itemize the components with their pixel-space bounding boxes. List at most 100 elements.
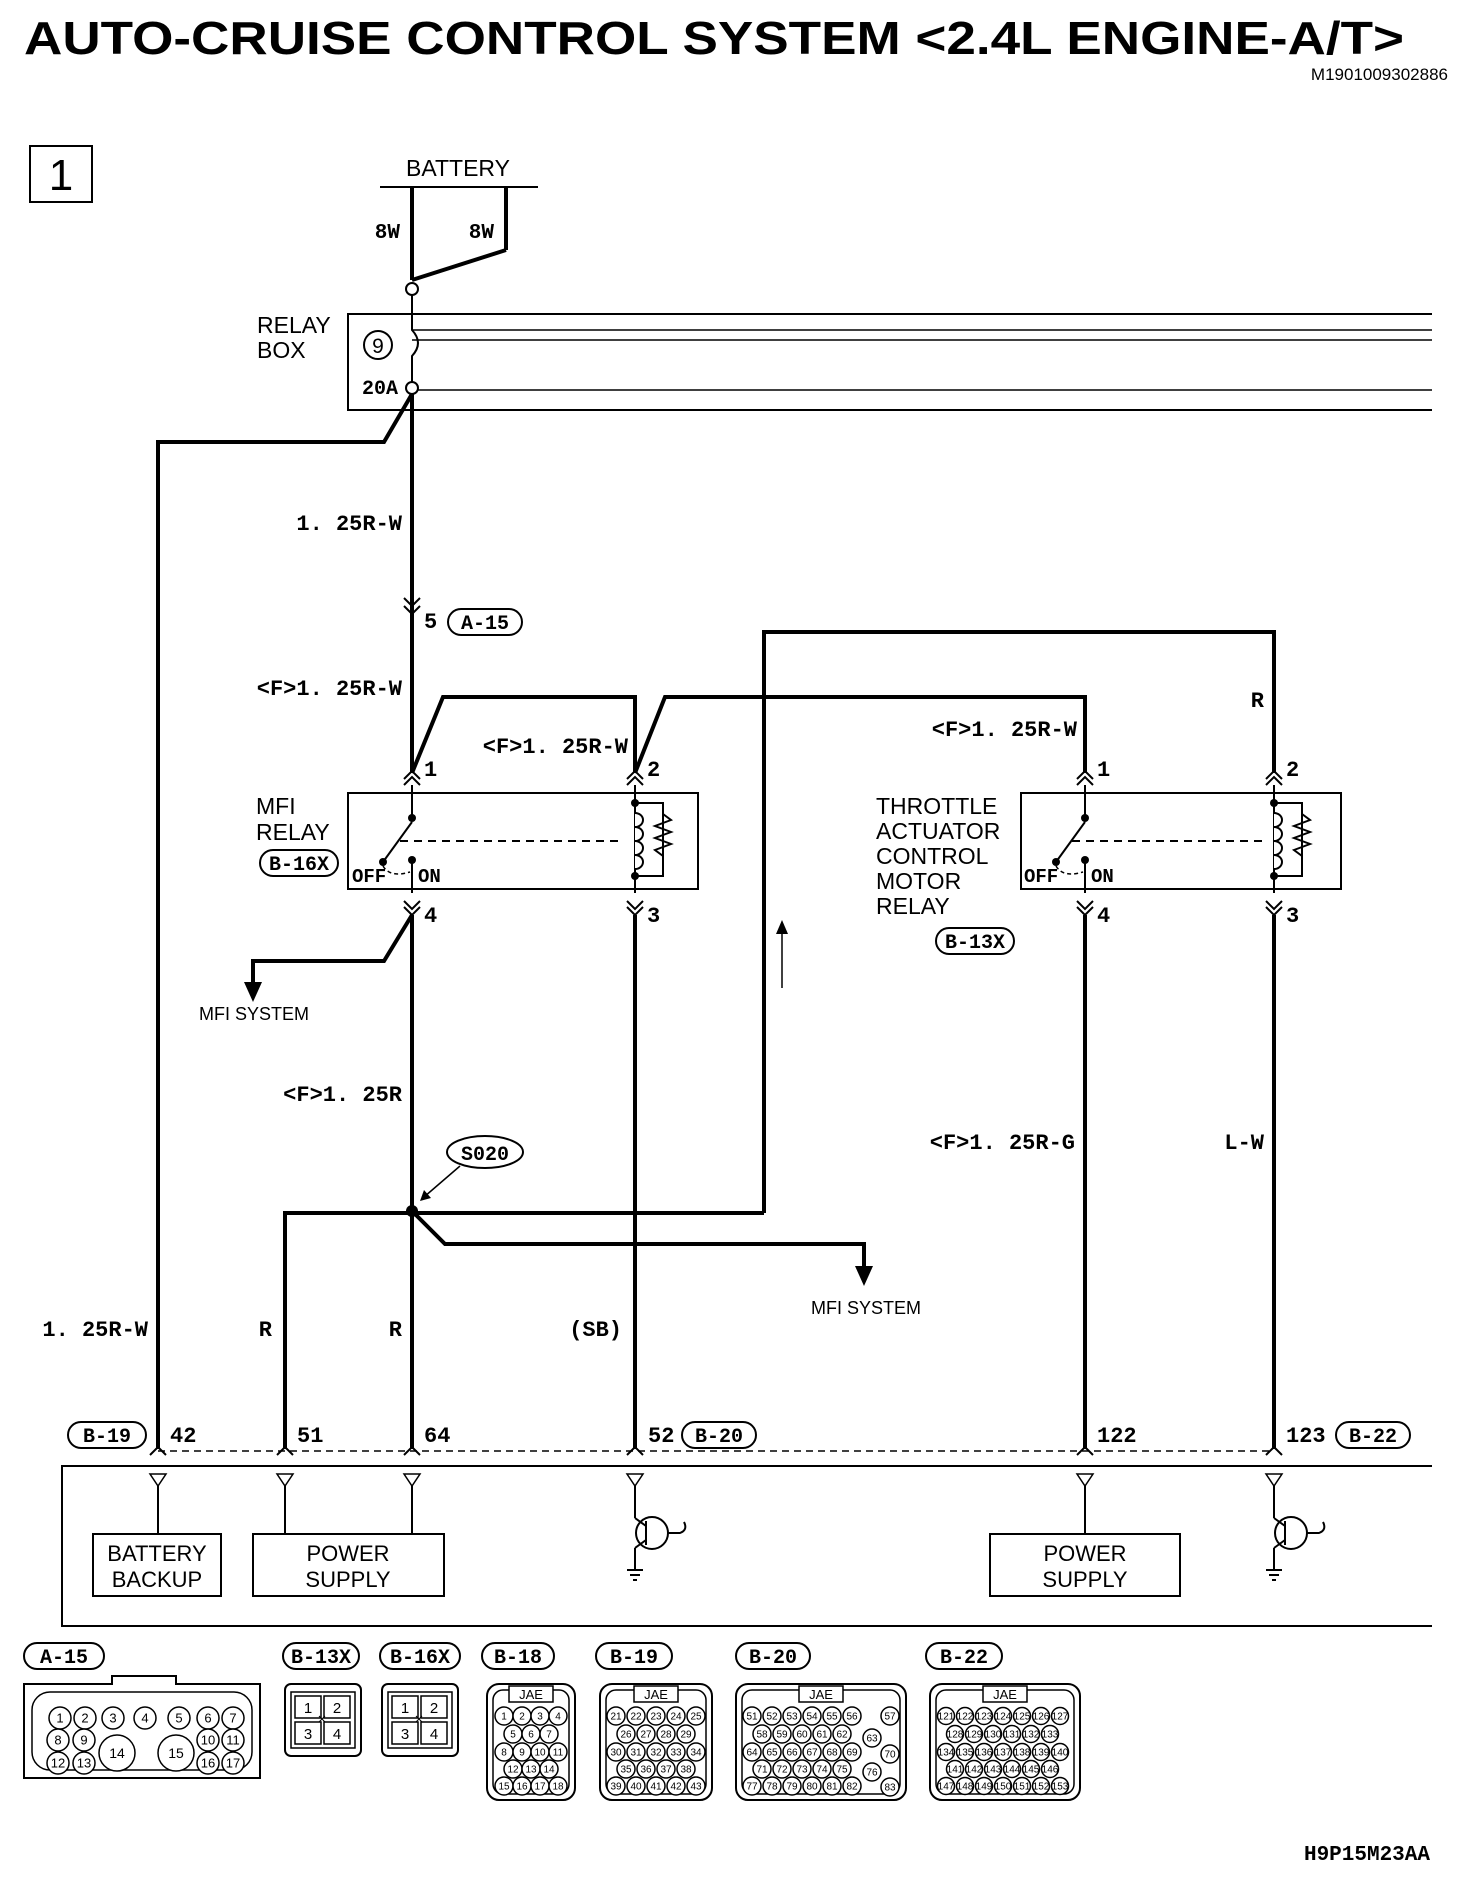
connector-pin-label: 64 [746,1748,758,1759]
connector-pin-label: 141 [947,1765,964,1776]
wire-label-7: <F>1. 25R-G [930,1131,1075,1156]
connector-brand-label: JAE [644,1687,668,1702]
connector-pin [945,1759,965,1779]
connector-pin [955,1742,975,1762]
connector-pin [772,1759,792,1779]
wire-label-10: R [259,1318,273,1343]
connector-pin [964,1724,984,1744]
connector-pin-label: 32 [650,1748,662,1759]
connector-pin-label: 1 [501,1712,507,1723]
connector-pin-label: 24 [670,1712,682,1723]
connector-pin [782,1776,802,1796]
mfi-relay-label-2: RELAY [256,819,330,845]
connector-tag: B-20 [749,1647,797,1670]
connector-pin [46,1751,70,1775]
connector-pin-label: 133 [1042,1730,1059,1741]
connector-pin [606,1776,626,1796]
connector-pin-label: 55 [826,1712,838,1723]
connector-brand-label: JAE [993,1687,1017,1702]
connector-pin-label: 79 [786,1782,798,1793]
connector-pin [936,1742,956,1762]
connector-pin [646,1742,666,1762]
arrow-down-icon-2 [855,1266,873,1286]
connector-pin [72,1751,96,1775]
b22-tag: B-22 [1349,1426,1397,1449]
connector-pin [1031,1706,1051,1726]
connector-pin-label: 18 [552,1782,564,1793]
connector-brand-label: JAE [809,1687,833,1702]
connector-tag: B-19 [610,1647,658,1670]
connector-pin-label: 126 [1033,1712,1050,1723]
connector-pin-label: 135 [957,1748,974,1759]
flow-arrow-icon [776,920,788,934]
connector-pin-label: 80 [806,1782,818,1793]
connector-pin-label: 65 [766,1748,778,1759]
connector-pin [626,1706,646,1726]
ecu-pin-52: 52 [648,1424,674,1449]
power-supply-1-label-1: POWER [306,1541,389,1566]
connector-pin-label: 25 [690,1712,702,1723]
connector-pin-label: 139 [1033,1748,1050,1759]
connector-pin-label: 74 [816,1765,828,1776]
wire-label-2: <F>1. 25R-W [257,677,403,702]
connector-pin [762,1742,782,1762]
connector-pin-label: 134 [938,1748,955,1759]
connector-pin-label: 68 [826,1748,838,1759]
connector-pin [742,1706,762,1726]
connector-pin-label: 53 [786,1712,798,1723]
connector-pin-label: 2 [430,1700,438,1717]
connector-pin-label: 3 [537,1712,543,1723]
connector-pin [656,1724,676,1744]
wire-label-3: <F>1. 25R-W [483,735,629,760]
connector-pin-label: 17 [226,1756,240,1771]
connector-pin-label: 3 [304,1726,312,1743]
battery-backup-label-1: BATTERY [107,1541,207,1566]
connector-pin-label: 21 [610,1712,622,1723]
connector-pin-label: 148 [957,1782,974,1793]
connector-pin [955,1706,975,1726]
connector-pin-label: 54 [806,1712,818,1723]
connector-pin [133,1706,157,1730]
connector-pin [862,1728,882,1748]
connector-pin-label: 2 [333,1700,341,1717]
fuse-symbol [411,295,419,382]
connector-pin-label: 131 [1004,1730,1021,1741]
mfi-relay-off: OFF [352,866,386,888]
power-supply-2-label-2: SUPPLY [1042,1567,1128,1592]
connector-pin [880,1744,900,1764]
connector-pin-label: 77 [746,1782,758,1793]
connector-pin-label: 61 [816,1730,828,1741]
connector-pin-label: 147 [938,1782,955,1793]
connector-pin-label: 17 [534,1782,546,1793]
doc-code: M1901009302886 [1311,65,1448,84]
tac-relay-pin-4: 4 [1097,904,1110,929]
battery-backup-block [92,1533,222,1597]
connector-pin-label: 1 [401,1700,409,1717]
connector-pin [606,1742,626,1762]
connector-pin-label: 42 [670,1782,682,1793]
mfi-relay-pin-1: 1 [424,758,437,783]
ecu-pin-51: 51 [297,1424,323,1449]
connector-pin-label: 58 [756,1730,768,1741]
connector-pin [983,1759,1003,1779]
mfi-relay-tag: B-16X [269,854,329,877]
connector-pin-label: 146 [1042,1765,1059,1776]
connector-pin [626,1776,646,1796]
connector-pin-label: 60 [796,1730,808,1741]
connector-pin-label: 75 [836,1765,848,1776]
connector-pin-label: 14 [543,1765,555,1776]
connector-pin [72,1728,96,1752]
connector-pin-label: 4 [555,1712,561,1723]
connector-pin [1002,1724,1022,1744]
connector-pin [812,1724,832,1744]
connector-pin-label: 125 [1014,1712,1031,1723]
connector-pin-label: 73 [796,1765,808,1776]
wire-label-8: L-W [1224,1131,1264,1156]
ecu-body [61,1465,1432,1627]
page-number: 1 [49,151,73,200]
connector-pin [101,1706,125,1730]
mfi-relay-pin-4: 4 [424,904,437,929]
splice-s020-tag [446,1135,524,1169]
connector-pin [1050,1742,1070,1762]
connector-pin-label: 66 [786,1748,798,1759]
